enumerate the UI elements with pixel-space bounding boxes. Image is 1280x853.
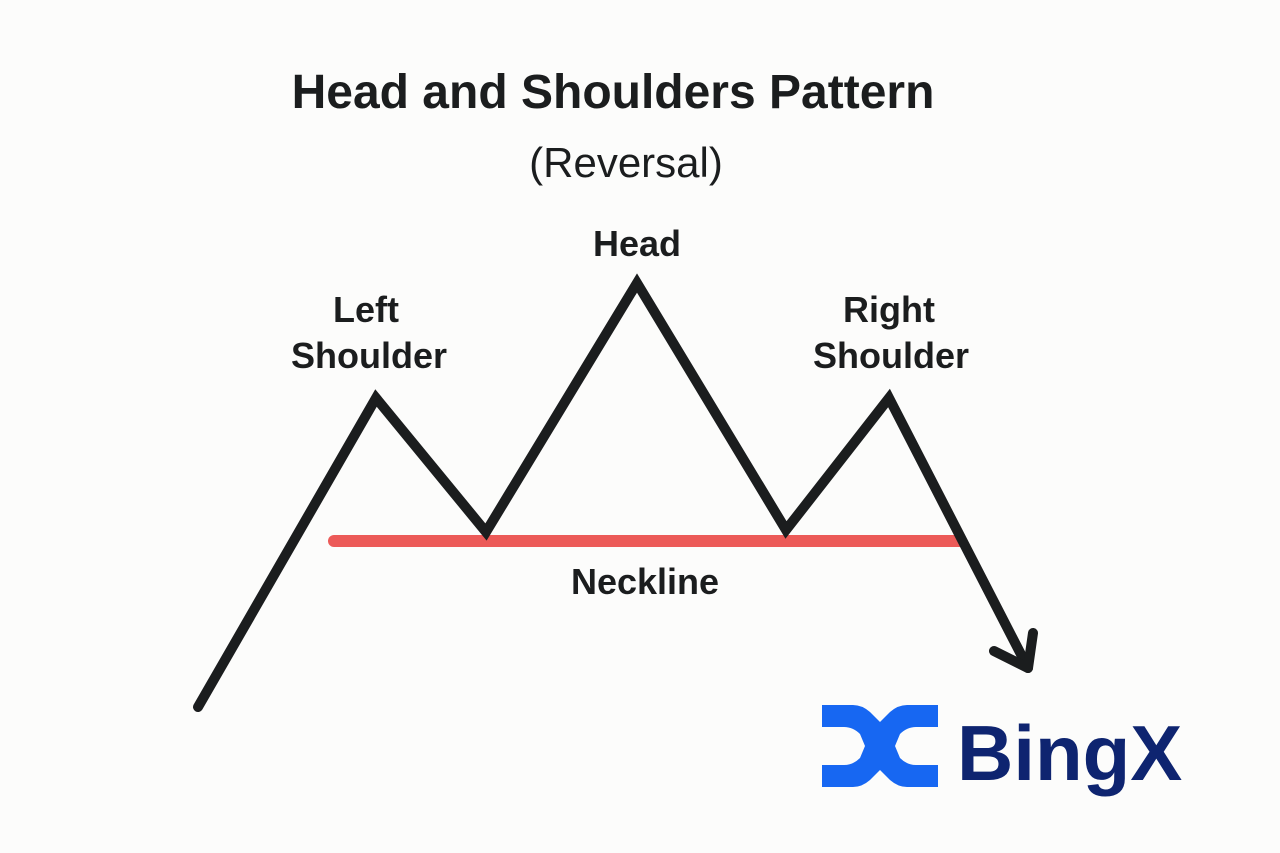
left-shoulder-label-line1: Left bbox=[333, 289, 399, 330]
diagram-subtitle: (Reversal) bbox=[529, 139, 723, 186]
arrow-down-icon bbox=[989, 628, 1038, 673]
price-line bbox=[193, 273, 1033, 712]
head-label: Head bbox=[593, 223, 681, 264]
diagram-title: Head and Shoulders Pattern bbox=[292, 66, 935, 119]
right-shoulder-label-line1: Right bbox=[843, 289, 935, 330]
neckline-label: Neckline bbox=[571, 561, 719, 602]
bingx-logo-text: BingX bbox=[957, 709, 1182, 797]
right-shoulder-label-line2: Shoulder bbox=[813, 335, 969, 376]
left-shoulder-label-line2: Shoulder bbox=[291, 335, 447, 376]
bingx-logo: BingX bbox=[822, 705, 1182, 797]
bingx-logo-mark-icon bbox=[822, 705, 938, 787]
